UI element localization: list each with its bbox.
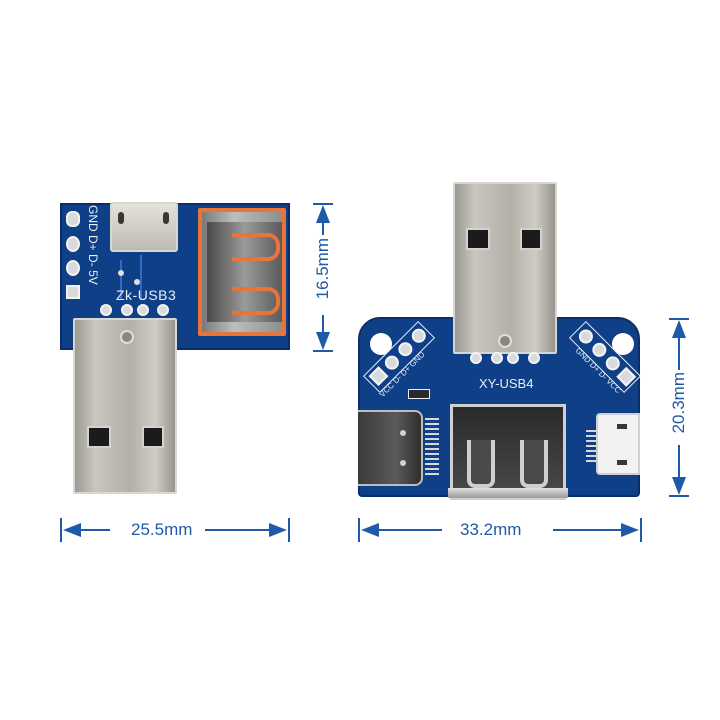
left-pin-dminus (66, 260, 80, 276)
plug-dimple (498, 334, 512, 348)
header-pin (602, 353, 623, 374)
plug-solder-pin (137, 304, 149, 316)
usb-c-smd-pins (425, 418, 439, 478)
plug-slot-left (466, 228, 490, 250)
micro-usb-hole (617, 460, 627, 465)
micro-usb-smd-pins (586, 430, 596, 462)
plug-slot-left (87, 426, 111, 448)
header-pin (616, 366, 637, 387)
mounting-hole-right (612, 333, 634, 355)
pin-label-gnd: GND (86, 205, 100, 232)
usb-a-female-bezel (448, 488, 568, 498)
plug-slot-right (520, 228, 542, 250)
pin-label-dplus: D+ (86, 235, 100, 251)
usb-a-contact-bottom (232, 287, 280, 315)
right-usb-a-male-plug (453, 182, 557, 354)
left-board-label: Zk-USB3 (116, 287, 177, 303)
micro-usb-hole-right (163, 212, 169, 224)
right-usb-c-port (358, 410, 423, 486)
plug-solder-pin (100, 304, 112, 316)
smd-resistor (408, 389, 430, 399)
dim-left-width-cap-right (288, 518, 290, 542)
dim-right-height: 20.3mm (669, 372, 688, 434)
usb-c-pin (400, 460, 406, 466)
usb-c-pin (400, 430, 406, 436)
left-pin-gnd (66, 211, 80, 227)
arrow-left-icon (361, 523, 379, 537)
plug-solder-pin (470, 352, 482, 364)
micro-usb-hole-left (118, 212, 124, 224)
via (134, 279, 140, 285)
arrow-left-icon (63, 523, 81, 537)
plug-slot-right (142, 426, 164, 448)
dim-left-height: 16.5mm (313, 238, 332, 300)
left-micro-usb-port (110, 202, 178, 252)
arrow-down-icon (316, 332, 330, 350)
right-micro-usb-port (596, 413, 640, 475)
mounting-hole-left (370, 333, 392, 355)
header-pin (408, 325, 429, 346)
plug-solder-pin (491, 352, 503, 364)
arrow-up-icon (316, 205, 330, 223)
usb-a-contact-top (232, 233, 280, 261)
dim-line (378, 529, 442, 531)
left-pin-labels: GND D+ D- 5V (84, 205, 102, 305)
dim-right-width: 33.2mm (460, 520, 522, 539)
pcb-trace (140, 255, 142, 300)
dim-right-width-cap-right (640, 518, 642, 542)
dim-line (678, 445, 680, 477)
right-board-label: XY-USB4 (479, 376, 534, 391)
plug-solder-pin (528, 352, 540, 364)
left-usb-a-male-plug (73, 318, 177, 494)
pin-label-dminus: D- (86, 254, 100, 267)
dim-line (205, 529, 270, 531)
dim-line (553, 529, 623, 531)
plug-dimple (120, 330, 134, 344)
dim-line (80, 529, 110, 531)
pin-label-5v: 5V (86, 270, 100, 285)
micro-usb-hole (617, 424, 627, 429)
dim-right-height-cap-bottom (669, 495, 689, 497)
dim-line (678, 336, 680, 370)
left-pin-5v (66, 285, 80, 299)
plug-solder-pin (507, 352, 519, 364)
header-pin (576, 326, 596, 347)
arrow-right-icon (621, 523, 639, 537)
header-pin (589, 340, 610, 360)
dim-line (322, 315, 324, 332)
dim-line (322, 220, 324, 235)
usb-a-contact-left (467, 440, 495, 488)
left-pin-dplus (66, 236, 80, 252)
arrow-up-icon (672, 320, 686, 338)
pcb-trace (120, 260, 122, 300)
dim-left-width: 25.5mm (131, 520, 193, 539)
dim-left-height-cap-top (313, 203, 333, 205)
usb-a-contact-right (520, 440, 548, 488)
dim-right-height-cap-top (669, 318, 689, 320)
arrow-down-icon (672, 477, 686, 495)
dim-left-height-cap-bottom (313, 350, 333, 352)
arrow-right-icon (269, 523, 287, 537)
via (118, 270, 124, 276)
dim-left-width-cap-left (60, 518, 62, 542)
plug-solder-pin (157, 304, 169, 316)
plug-solder-pin (121, 304, 133, 316)
dim-right-width-cap-left (358, 518, 360, 542)
